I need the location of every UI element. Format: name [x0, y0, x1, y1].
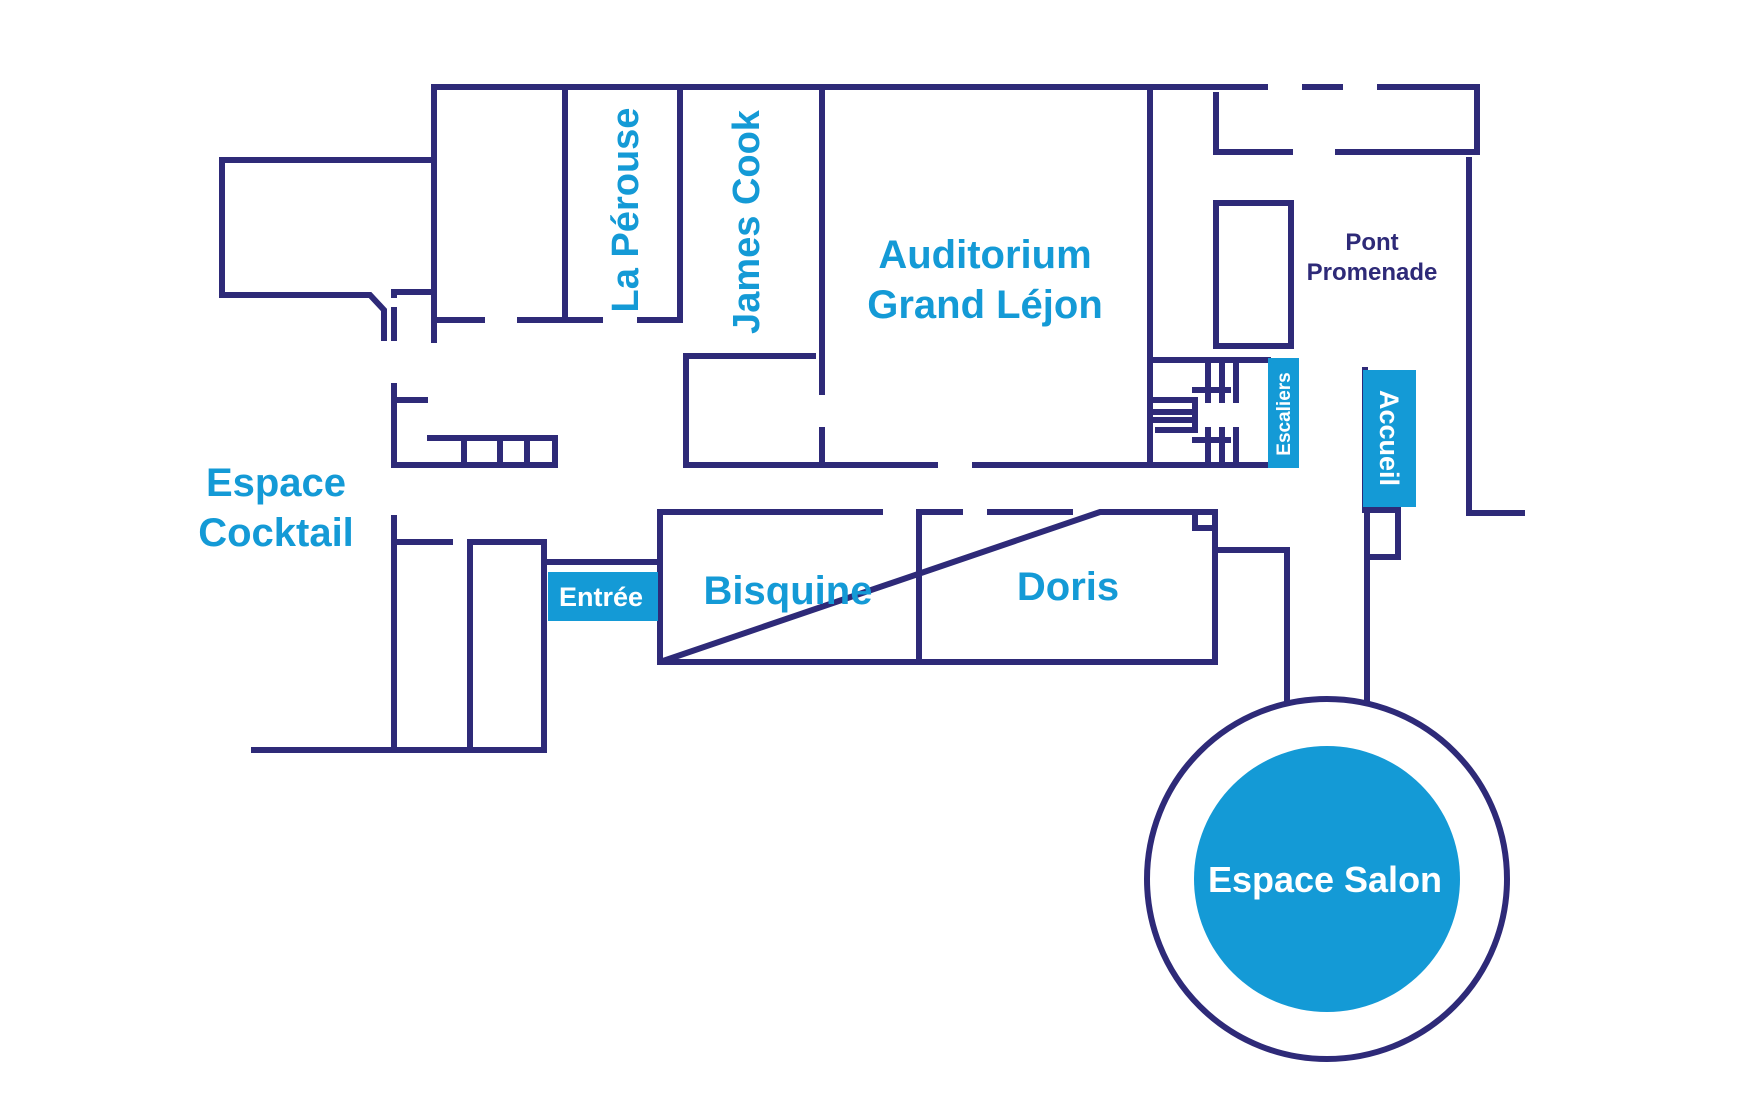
wall-far-right — [1466, 157, 1525, 516]
room-label-espace-salon: Espace Salon — [1208, 859, 1442, 900]
room-label-bisquine: Bisquine — [704, 569, 873, 613]
espace-salon-disc — [1194, 746, 1460, 1012]
room-label-pont-line1: Pont — [1345, 229, 1398, 256]
wall-left-annex — [219, 157, 437, 343]
wall-pont-box — [1213, 200, 1294, 349]
room-label-espace-cocktail-line1: Espace — [206, 461, 346, 505]
wall-stairs — [1150, 357, 1271, 468]
room-label-doris: Doris — [1017, 565, 1119, 609]
wall-salon-connector-left — [1212, 547, 1290, 703]
espace-salon-outer-ring — [1144, 696, 1510, 1062]
wall-bisquine-doris — [657, 509, 1218, 665]
room-label-la-perouse: La Pérouse — [605, 108, 647, 313]
badge-label-accueil: Accueil — [1374, 390, 1404, 486]
room-label-james-cook: James Cook — [726, 109, 768, 334]
walls — [219, 84, 1525, 753]
entree-badge — [548, 572, 658, 621]
wall-la-perouse — [562, 87, 683, 321]
wall-salon-connector-right — [1364, 507, 1401, 703]
room-label-auditorium-line2: Grand Léjon — [867, 283, 1103, 327]
wall-top-right-corridor — [1213, 84, 1480, 155]
wall-cocktail-upper — [391, 383, 558, 468]
wall-cocktail-lower — [251, 515, 547, 753]
wall-james-cook-box — [683, 353, 825, 468]
escaliers-badge — [1268, 358, 1299, 468]
badge-label-escaliers: Escaliers — [1274, 372, 1295, 455]
room-label-espace-cocktail-line2: Cocktail — [198, 511, 354, 555]
accueil-badge — [1363, 370, 1416, 507]
wall-doris-notch — [1192, 509, 1218, 531]
room-label-pont-line2: Promenade — [1307, 259, 1438, 286]
badge-label-entree: Entrée — [559, 582, 643, 612]
room-label-auditorium-line1: Auditorium — [878, 233, 1091, 277]
